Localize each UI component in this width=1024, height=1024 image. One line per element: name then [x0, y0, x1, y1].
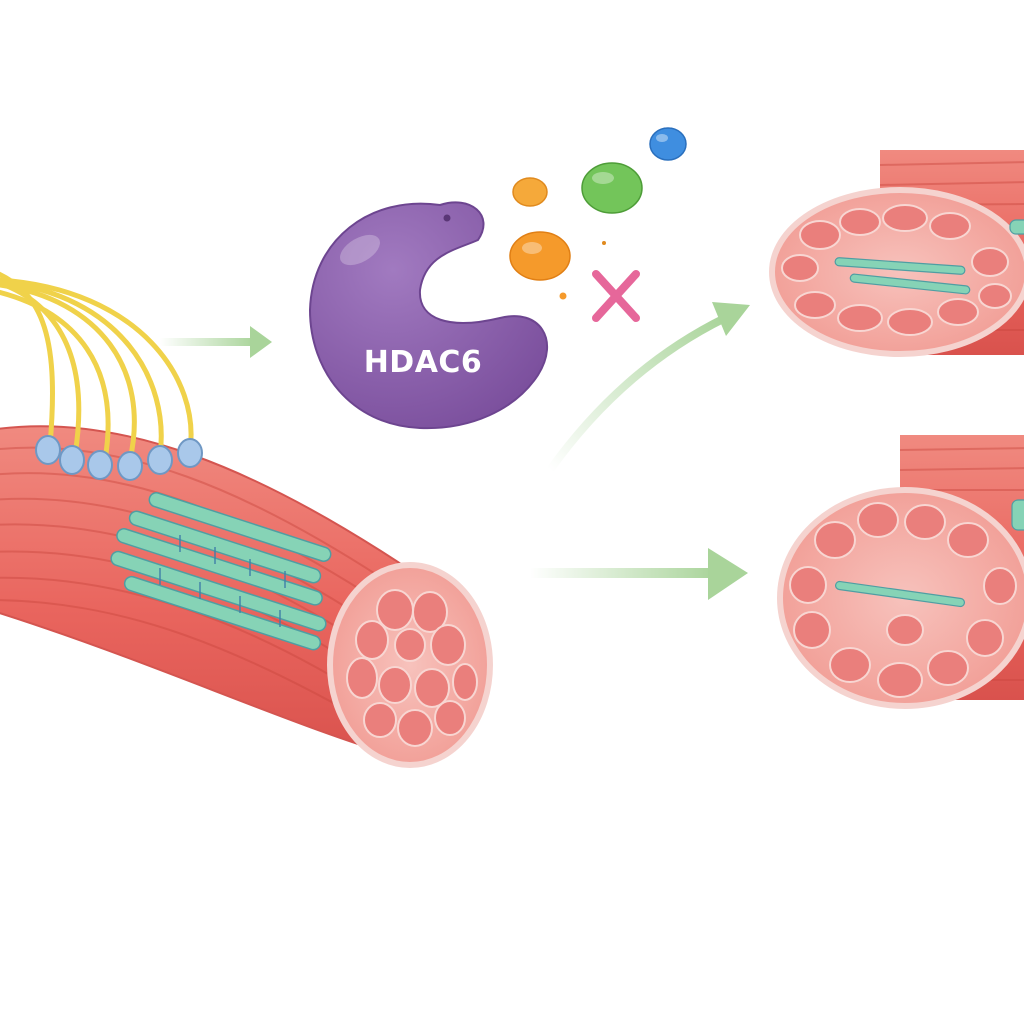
molecule-orange-small: [512, 177, 548, 207]
hdac6-enzyme-shape: [308, 201, 549, 430]
muscle-fiber-main: [0, 425, 493, 768]
myofibrils: [110, 492, 332, 651]
inhibition-x-icon: [592, 270, 640, 322]
molecule-blue: [649, 127, 687, 161]
muscle-cross-section-main: [327, 562, 493, 768]
arrow-icon: [546, 302, 750, 474]
myofibrils-top: [834, 219, 1024, 295]
enzyme-label: HDAC6: [364, 345, 483, 380]
arrow-icon: [160, 326, 272, 358]
muscle-cross-section-icon: [769, 150, 1024, 357]
neuromuscular-junction-icon: [35, 435, 203, 481]
molecule-orange-large: [509, 231, 571, 281]
nerve-fibers-icon: [0, 271, 194, 463]
arrow-icon: [530, 548, 748, 600]
molecule-icon: [509, 127, 687, 300]
muscle-cross-section-icon: [777, 435, 1024, 709]
myofibrils-bottom: [834, 499, 1024, 608]
enzyme-icon: HDAC6: [308, 201, 549, 430]
molecule-green: [581, 162, 643, 214]
